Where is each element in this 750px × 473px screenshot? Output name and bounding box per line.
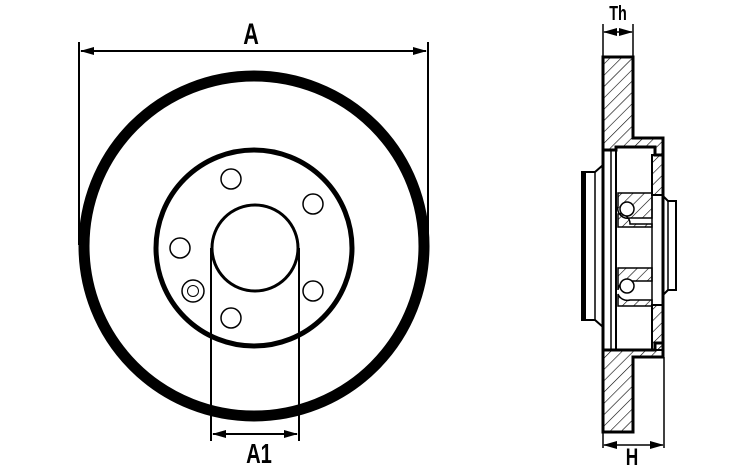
left-flange [581,164,604,328]
outer-disc-ring [78,70,430,422]
bearing-lower [617,267,653,307]
hub-right-wall-lower [651,304,664,351]
right-stub [662,195,677,296]
dimension-label-a: A [243,18,259,51]
locating-hole-outer [181,279,205,303]
hub-right-wall-upper [651,154,664,196]
bolt-hole [302,280,324,302]
front-view [78,42,430,441]
locating-hole-inner [187,285,199,297]
bolt-holes [169,168,324,329]
bolt-hole [220,168,242,190]
dimension-h [602,357,665,449]
disc-plate-upper [601,55,665,157]
bolt-hole [220,307,242,329]
bolt-hole [169,237,191,259]
dimension-th [602,24,634,58]
side-section-view [581,24,677,449]
bolt-hole [302,193,324,215]
dimension-label-th: Th [609,3,627,25]
dimension-label-a1: A1 [246,438,272,469]
bearing-upper [616,192,653,228]
dimension-label-h: H [625,444,639,471]
hub-ring [153,147,355,349]
center-bore [210,203,300,293]
dimension-a [78,42,429,245]
dimension-a1 [210,248,300,441]
disc-plate-lower [601,341,665,434]
